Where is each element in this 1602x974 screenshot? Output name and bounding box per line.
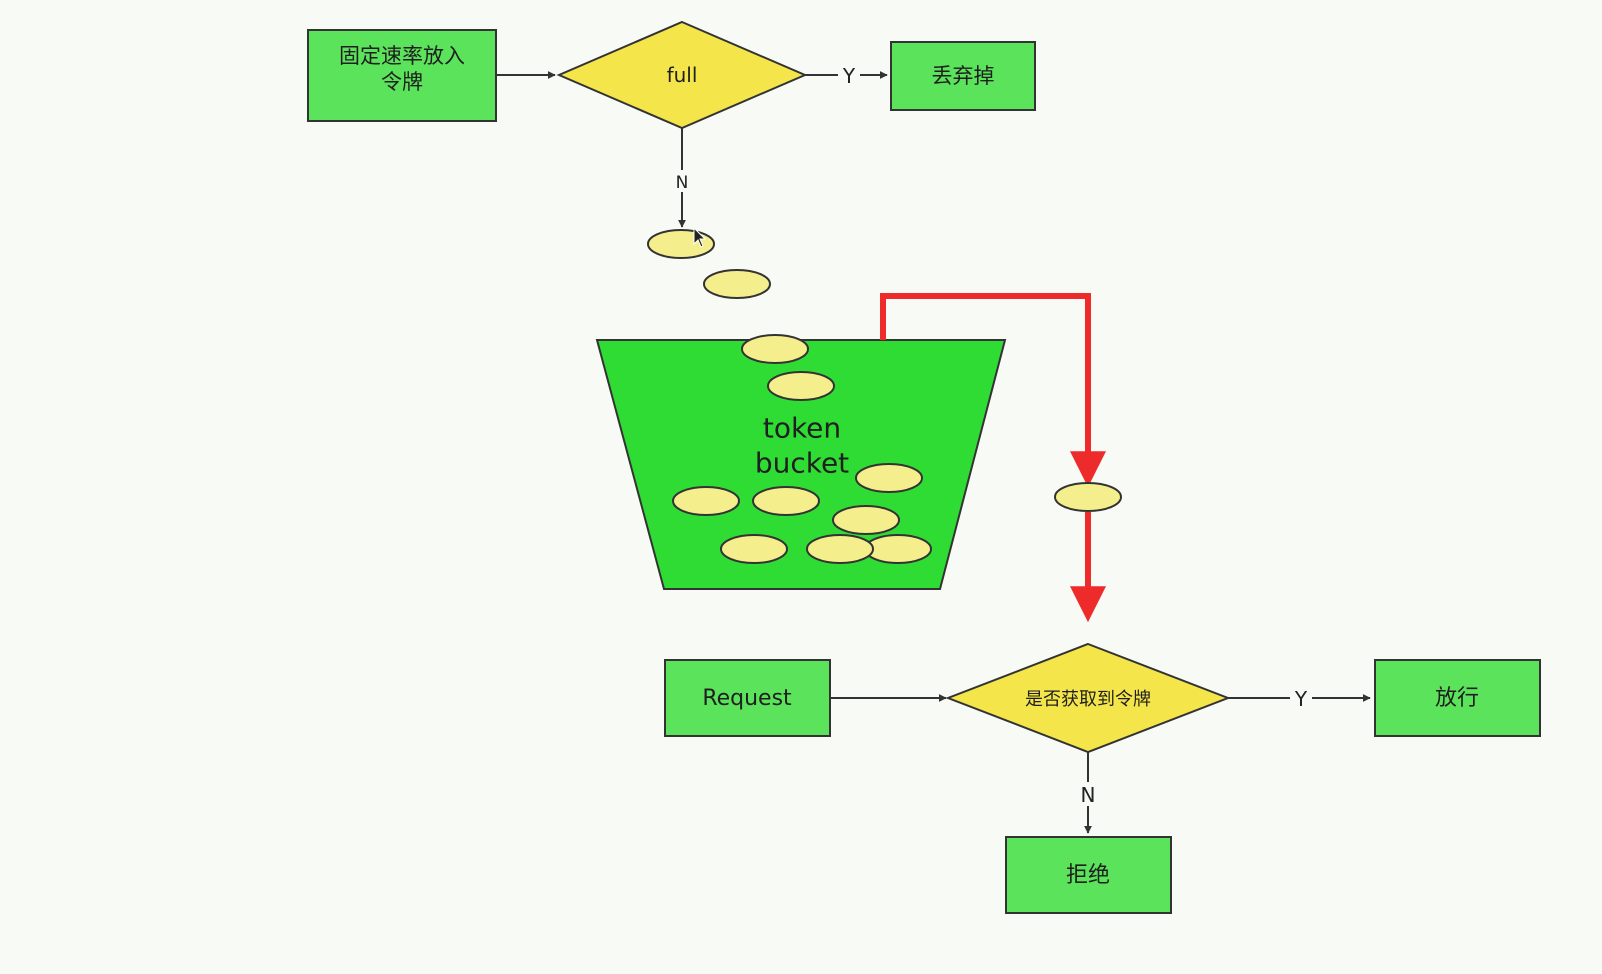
bucket-token — [720, 534, 788, 564]
full-no-label: N — [676, 173, 689, 193]
bucket-token — [855, 463, 923, 493]
request-label: Request — [702, 686, 792, 711]
bucket-token — [672, 486, 740, 516]
pass-label: 放行 — [1435, 686, 1479, 711]
reject-box — [1005, 836, 1172, 914]
discard-box — [890, 41, 1036, 111]
full-yes-label: Y — [842, 64, 856, 88]
moving-token — [1054, 482, 1122, 512]
token-bucket — [595, 339, 1007, 590]
bucket-token — [752, 486, 820, 516]
token-decision-label: 是否获取到令牌 — [1025, 689, 1151, 710]
bucket-token — [806, 534, 874, 564]
reject-label: 拒绝 — [1066, 863, 1110, 888]
bucket-token — [864, 534, 932, 564]
discard-label: 丢弃掉 — [932, 64, 995, 88]
pass-box — [1374, 659, 1541, 737]
bucket-token — [832, 505, 900, 535]
token-yes-label: Y — [1294, 687, 1308, 711]
token-no-label: N — [1081, 783, 1096, 807]
cursor-icon — [693, 226, 707, 248]
token-flow-red-arrow — [880, 293, 1106, 488]
falling-token — [703, 269, 771, 299]
full-label: full — [667, 63, 698, 87]
refill-box — [307, 29, 497, 122]
request-box — [664, 659, 831, 737]
falling-token — [647, 229, 715, 259]
bucket-token — [767, 371, 835, 401]
bucket-token — [741, 334, 809, 364]
refill-label: 固定速率放入令牌 — [339, 44, 465, 94]
